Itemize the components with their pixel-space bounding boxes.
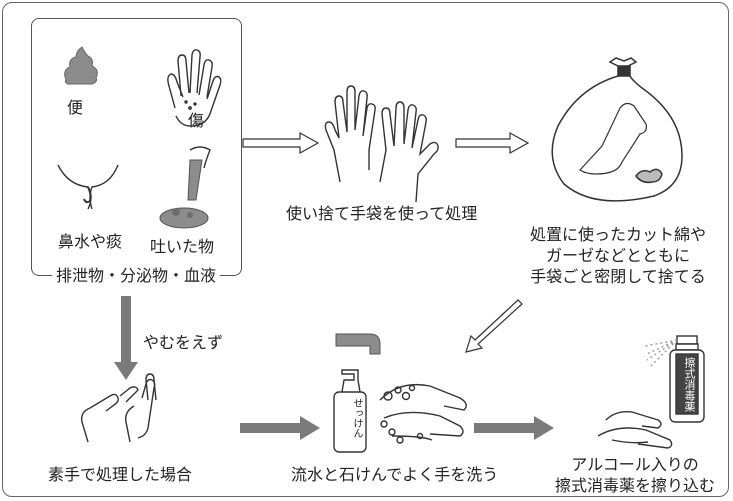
gray-arrow-down [114,296,138,380]
rubbing-hands-icon [597,410,673,449]
alcohol-label-line1: アルコール入りの [571,455,699,474]
gray-arrow-to-sanitizer [474,416,554,440]
bag-label-line1: 処置に使ったカット綿や [529,225,706,244]
alcohol-label-line2: 擦式消毒薬を擦り込む [554,476,715,495]
faucet-icon [335,333,381,355]
bag-label-line2: ガーゼなどとともに [545,246,690,265]
stool-icon [64,46,98,85]
outline-arrow-to-gloves [242,131,320,155]
washing-hands-icon [379,383,467,444]
soap-bottle-icon [333,369,367,453]
outline-arrow-to-bag [455,131,530,155]
wounded-hand-icon [167,49,222,127]
nasal-label: 鼻水や痰 [58,232,123,251]
disposable-gloves-icon [324,85,439,203]
diagram-frame [2,2,729,497]
wound-label: 傷 [188,111,205,130]
nose-mucus-icon [57,164,119,210]
stool-label: 便 [67,98,84,117]
wash-label: 流水と石けんでよく手を洗う [291,465,499,484]
sanitizer-bottle-icon [644,335,705,423]
sealed-trash-bag-icon [551,57,683,202]
unavoidable-label: やむをえず [143,333,224,352]
vomit-icon [159,146,211,229]
bare-hands-label: 素手で処理した場合 [48,465,193,484]
vomit-label: 吐いた物 [150,237,215,256]
gloves-label: 使い捨て手袋を使って処理 [286,204,478,223]
sanitizer-bottle-text: 擦式消毒薬 [683,356,696,412]
bag-label-line3: 手袋ごと密閉して捨てる [530,267,706,286]
outline-arrow-to-washing [465,299,523,353]
group-caption: 排泄物・分泌物・血液 [52,266,221,286]
bare-hands-icon [80,373,157,443]
gray-arrow-to-wash [240,416,320,440]
soap-bottle-text: せっけん [351,398,362,438]
